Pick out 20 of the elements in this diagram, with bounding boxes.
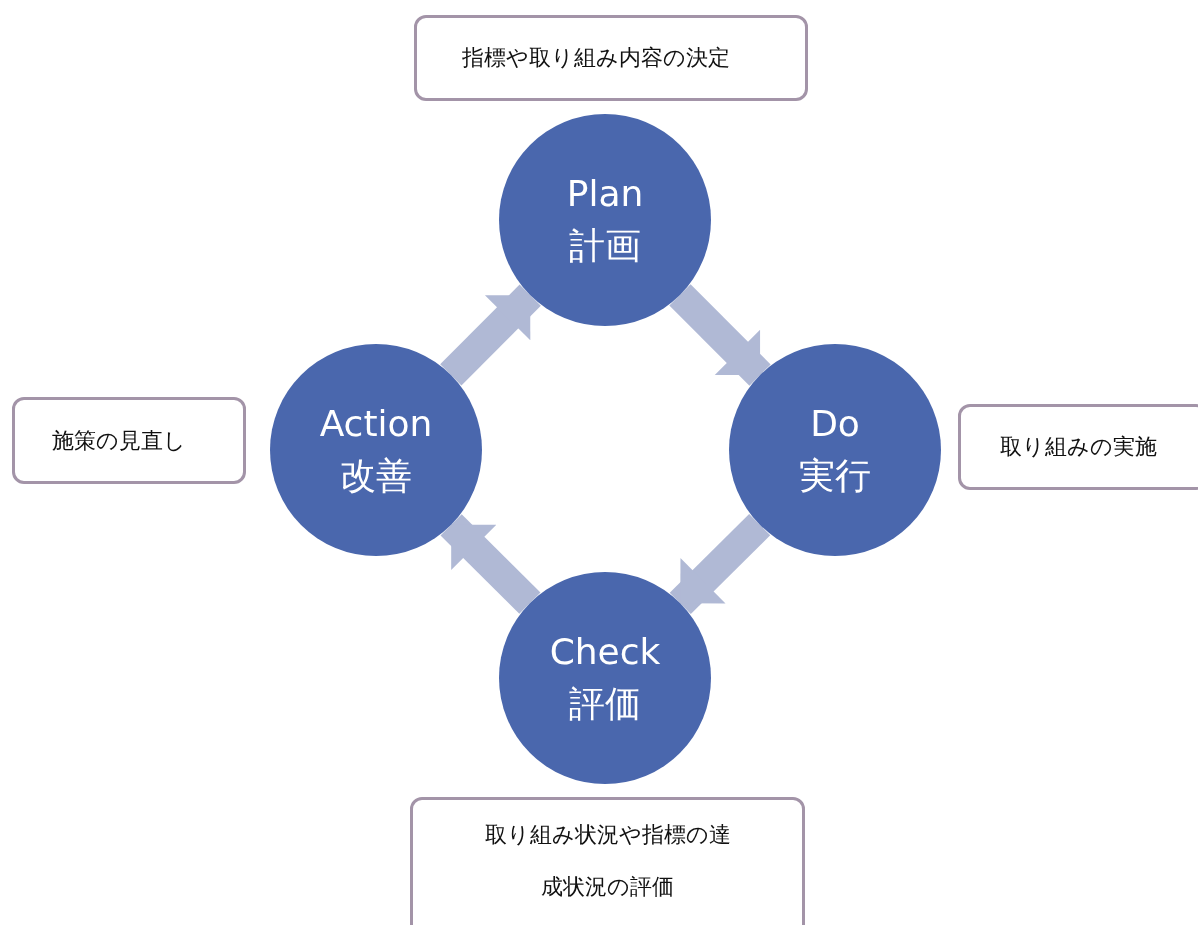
phase-name: Plan xyxy=(566,172,644,216)
note-box xyxy=(414,15,808,101)
phase-name: Check xyxy=(549,630,661,674)
note-text: 取り組みの実施 xyxy=(999,433,1157,461)
block-arrow xyxy=(669,284,771,386)
phase-name: Do xyxy=(810,402,860,446)
phase-label: 計画 xyxy=(569,224,641,268)
note-box xyxy=(958,404,1198,490)
phase-label: 実行 xyxy=(799,454,871,498)
note-text: 指標や取り組み内容の決定 xyxy=(462,44,730,72)
note-box xyxy=(12,397,246,484)
block-arrow xyxy=(440,284,541,386)
phase-label: 評価 xyxy=(569,682,641,726)
note-box xyxy=(410,797,805,925)
note-text: 取り組み状況や指標の達成状況の評価 xyxy=(483,821,732,901)
block-arrow xyxy=(440,514,541,614)
phase-label: 改善 xyxy=(340,454,412,498)
phase-name: Action xyxy=(319,402,433,446)
block-arrow xyxy=(669,513,771,615)
note-text: 施策の見直し xyxy=(52,426,186,455)
